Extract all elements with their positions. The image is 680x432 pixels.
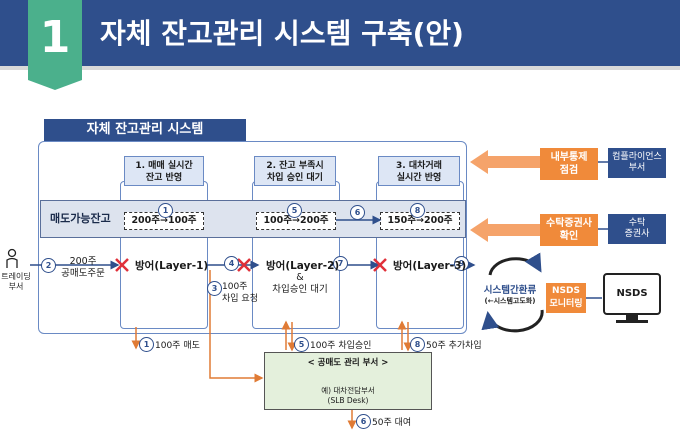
internal-control-box: 내부통제 점검	[540, 148, 598, 180]
step-1-badge-bottom: 1	[139, 337, 154, 352]
cycle-arrow-top	[488, 252, 542, 276]
custody-check-line1: 수탁증권사	[546, 218, 592, 229]
lane-1-header-line2: 잔고 반영	[145, 173, 183, 183]
layer-2-label: 방어(Layer-2)	[266, 260, 340, 272]
lane-3-header-line2: 실시간 반영	[396, 173, 442, 183]
step-8-badge-bottom: 8	[410, 337, 425, 352]
block-x-3	[373, 258, 387, 272]
lane-1-header-line1: 1. 매매 실시간	[135, 161, 193, 171]
lane-3-header: 3. 대차거래 실시간 반영	[378, 156, 460, 186]
cycle-line1: 시스템간환류	[483, 285, 537, 296]
cycle-line2: (←시스템고도화)	[484, 297, 536, 305]
layer-2-amp: &	[296, 272, 304, 283]
nsds-monitor-line2: 모니터링	[549, 299, 583, 309]
borrow-request-label: 100주 차입 요청	[222, 281, 258, 305]
lane-2-header-line1: 2. 잔고 부족시	[266, 161, 324, 171]
lend-50-label: 50주 대여	[372, 418, 412, 428]
slb-title: < 공매도 관리 부서 >	[307, 358, 389, 368]
compliance-box: 컴플라이언스 부서	[608, 148, 666, 178]
slb-desk-line2: (SLB Desk)	[327, 396, 369, 405]
sell-100-label: 100주 매도	[155, 341, 200, 351]
page-title: 자체 잔고관리 시스템 구축(안)	[100, 17, 464, 50]
header-divider	[0, 66, 680, 70]
nsds-monitor-box: NSDS 모니터링	[546, 283, 586, 313]
balance-label: 매도가능잔고	[50, 212, 111, 225]
layer-1-label: 방어(Layer-1)	[135, 260, 209, 272]
layer-3-label: 방어(Layer-3)	[393, 260, 467, 272]
step-6-badge: 6	[350, 205, 365, 220]
block-x-2	[237, 258, 251, 272]
step-9-badge: 9	[454, 256, 469, 271]
order-label-line1: 200주	[69, 256, 97, 267]
layer-2-wait: 차입승인 대기	[272, 284, 328, 295]
badge-ribbon-tail	[28, 80, 82, 90]
custody-box: 수탁 증권사	[608, 214, 666, 244]
nsds-label: NSDS	[616, 288, 648, 299]
compliance-line1: 컴플라이언스	[612, 152, 662, 162]
order-label: 200주 공매도주문	[56, 256, 110, 280]
extra-borrow-label: 50주 추가차입	[426, 341, 482, 351]
step-7-badge: 7	[333, 256, 348, 271]
lane-2-header-line2: 차입 승인 대기	[267, 173, 323, 183]
block-x-1	[115, 258, 129, 272]
layer-2-sub: & 차입승인 대기	[260, 272, 340, 296]
slb-desk-line1: 예) 대차전담부서	[321, 386, 375, 395]
slb-desk-box: < 공매도 관리 부서 > 예) 대차전담부서 (SLB Desk)	[264, 352, 432, 410]
header-bar	[0, 0, 680, 66]
step-3-badge: 3	[207, 281, 222, 296]
custody-line1: 수탁	[628, 218, 646, 228]
order-label-line2: 공매도주문	[61, 268, 105, 279]
slb-icon-spacer	[265, 368, 431, 386]
section-number: 1	[39, 12, 71, 63]
step-8-badge-top: 8	[410, 203, 425, 218]
borrow-request-line1: 100주	[222, 282, 248, 292]
custody-check-box: 수탁증권사 확인	[540, 214, 598, 246]
custody-check-arrow	[470, 218, 540, 242]
lane-2-header: 2. 잔고 부족시 차입 승인 대기	[254, 156, 336, 186]
compliance-line2: 부서	[628, 163, 646, 173]
internal-control-arrow	[470, 150, 540, 174]
borrow-request-arrow	[209, 270, 264, 383]
trader-person-icon	[6, 248, 18, 268]
step-2-badge: 2	[41, 258, 56, 273]
trader-label: 트레이딩 부서	[1, 272, 31, 292]
borrow-approve-label: 100주 차입승인	[310, 341, 372, 351]
internal-control-line1: 내부통제	[550, 152, 588, 163]
trader-label-line2: 부서	[8, 282, 24, 291]
section-number-badge	[28, 0, 82, 80]
custody-check-line2: 확인	[559, 231, 579, 242]
system-title: 자체 잔고관리 시스템	[44, 119, 246, 141]
lane-1-header: 1. 매매 실시간 잔고 반영	[124, 156, 204, 186]
step-4-badge: 4	[224, 256, 239, 271]
step-5-badge-bottom: 5	[294, 337, 309, 352]
step-6-badge-bottom: 6	[356, 414, 371, 429]
borrow-request-line2: 차입 요청	[222, 294, 258, 304]
cycle-arrow-bottom	[481, 309, 544, 333]
internal-control-line2: 점검	[559, 165, 579, 176]
nsds-monitor-line1: NSDS	[552, 286, 580, 296]
lane-3-header-line1: 3. 대차거래	[396, 161, 442, 171]
step-5-badge-top: 5	[287, 203, 302, 218]
trader-label-line1: 트레이딩	[1, 272, 31, 281]
custody-line2: 증권사	[624, 229, 650, 239]
cycle-label: 시스템간환류 (←시스템고도화)	[470, 285, 550, 307]
step-1-badge: 1	[158, 203, 173, 218]
